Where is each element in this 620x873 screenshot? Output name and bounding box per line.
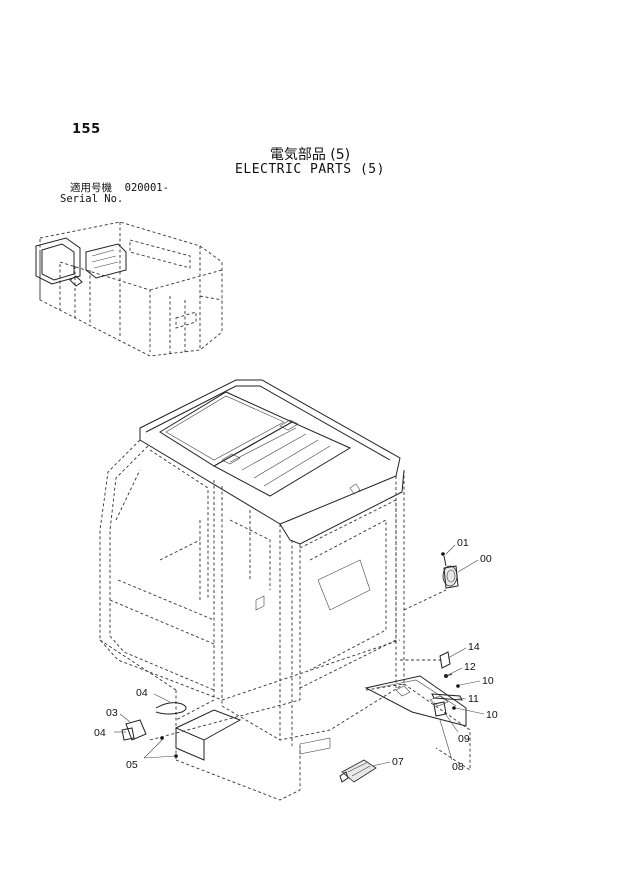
part-connector-14 — [439, 651, 451, 669]
part-clip-12 — [444, 673, 453, 678]
callout-14: 14 — [468, 641, 480, 653]
part-screw-05 — [160, 736, 178, 758]
callout-07: 07 — [392, 756, 404, 768]
part-horn-07 — [339, 759, 377, 783]
serial-row: 適用号機 020001- — [60, 183, 169, 194]
callout-04a: 04 — [136, 687, 148, 699]
callout-00: 00 — [480, 553, 492, 565]
serial-label-en: Serial No. — [60, 193, 124, 205]
part-harness-04a — [155, 702, 187, 715]
callout-04b: 04 — [94, 727, 106, 739]
leader-lines — [114, 544, 485, 767]
part-screw-10a — [456, 684, 460, 688]
serial-label-jp: 適用号機 — [70, 182, 112, 194]
callout-03: 03 — [106, 707, 118, 719]
part-lamp-00 — [442, 565, 459, 589]
callout-11: 11 — [468, 693, 479, 705]
part-bracket-11 — [431, 693, 463, 701]
callout-10a: 10 — [482, 675, 494, 687]
callout-12: 12 — [464, 661, 476, 673]
cab-frame — [99, 379, 471, 801]
part-switch-09 — [433, 701, 456, 717]
callout-01: 01 — [457, 537, 469, 549]
part-bracket-03 — [121, 719, 147, 741]
callout-08: 08 — [452, 761, 464, 773]
page-number: 155 — [72, 122, 101, 137]
title-english: ELECTRIC PARTS (5) — [235, 162, 385, 177]
part-screw-01 — [441, 552, 447, 567]
callouts: 01 00 14 12 10 11 10 09 08 07 04 03 04 0… — [94, 537, 498, 773]
machine-overview-thumbnail — [35, 221, 223, 357]
callout-05: 05 — [126, 759, 138, 771]
title-japanese: 電気部品 (5) — [269, 147, 351, 163]
serial-info: 適用号機 020001- Serial No. — [60, 183, 169, 205]
serial-value: 020001- — [124, 182, 169, 194]
callout-09: 09 — [458, 733, 470, 745]
callout-10b: 10 — [486, 709, 498, 721]
